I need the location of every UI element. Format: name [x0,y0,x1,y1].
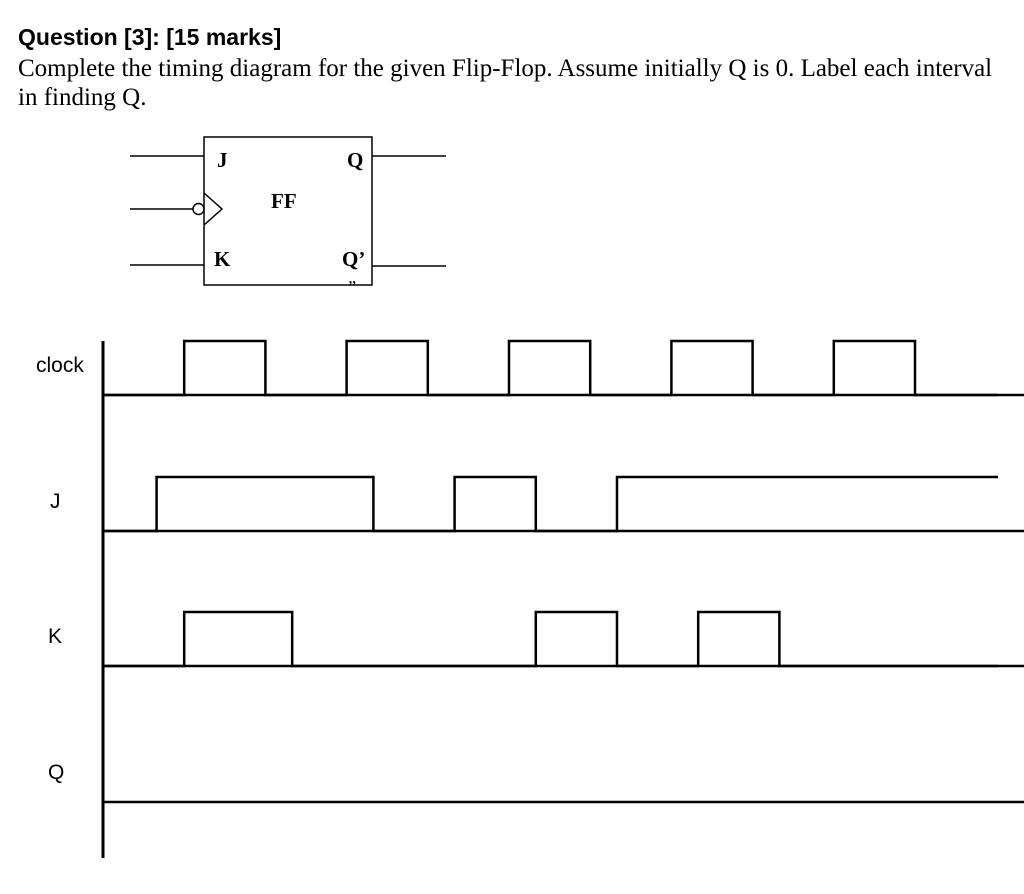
signal-row-q: Q [48,761,1024,804]
clock-triangle-symbol [203,192,224,226]
signal-row-k: K [48,610,1024,668]
question-title: Question [3]: [15 marks] [18,24,282,50]
clock-inversion-bubble [192,202,205,216]
ff-name-label: FF [271,189,297,213]
signal-row-j: J [50,475,1024,533]
signal-label-q: Q [48,761,64,784]
ff-stray-mark: ’’ [348,279,356,294]
question-text: Complete the timing diagram for the give… [18,55,993,111]
ff-k-label: K [214,247,231,271]
signal-label-clock: clock [36,354,84,377]
waveform-clock [103,339,998,397]
waveform-j [103,475,998,533]
ff-q-label: Q [347,148,363,172]
ff-j-label: J [217,148,228,172]
signal-label-j: J [50,490,61,513]
signal-row-clock: clock [36,339,1024,397]
ff-q-bar-label: Q’ [342,247,365,271]
signal-label-k: K [48,625,62,648]
waveform-k [103,610,998,668]
flip-flop-block: J K FF Q Q’ ’’ [130,136,446,294]
